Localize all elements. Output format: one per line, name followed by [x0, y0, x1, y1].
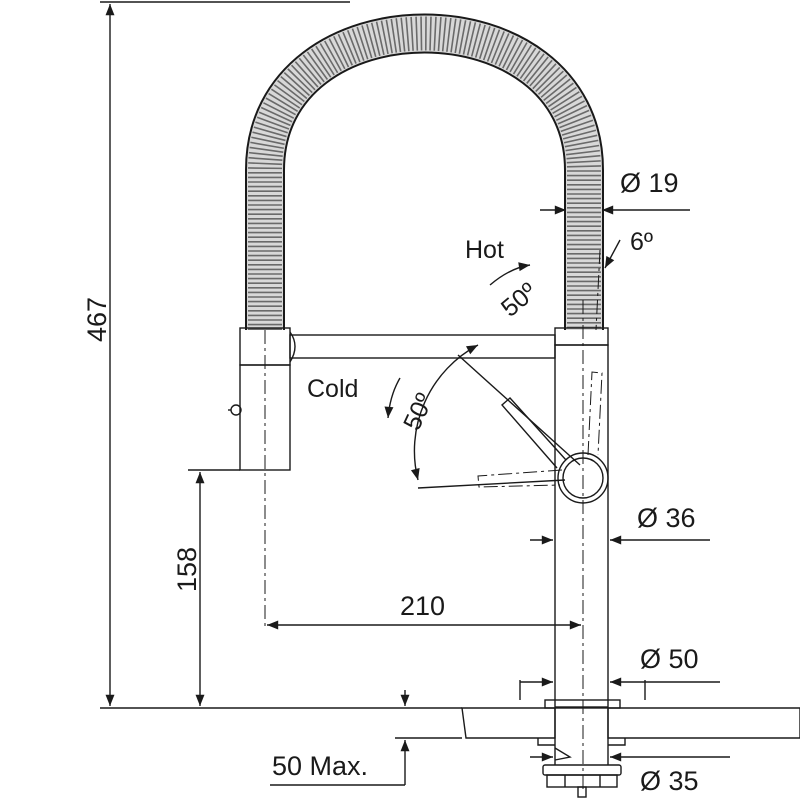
dim-total-height: 467: [82, 297, 112, 342]
dim-body-diameter: Ø 36: [637, 503, 696, 533]
label-hot-angle: 50º: [496, 277, 542, 322]
label-cold: Cold: [307, 375, 358, 403]
dim-base-diameter: Ø 50: [640, 644, 699, 674]
dim-reach: 210: [400, 591, 445, 621]
spout-arm: [289, 334, 556, 359]
faucet-body: [554, 327, 609, 708]
spray-head[interactable]: [228, 327, 296, 471]
label-hot: Hot: [465, 236, 504, 264]
dim-hole-diameter: Ø 35: [640, 766, 699, 796]
countertop: [461, 707, 800, 739]
mounting-nut: [537, 699, 626, 798]
dim-hose-diameter: Ø 19: [620, 168, 679, 198]
label-tilt-angle: 6º: [630, 228, 653, 256]
tilt-line: [595, 249, 601, 331]
spring-hose: [245, 13, 604, 330]
dim-max-thickness: 50 Max.: [272, 751, 368, 781]
label-cold-angle: 50º: [398, 389, 439, 434]
dim-spray-height: 158: [172, 547, 202, 592]
